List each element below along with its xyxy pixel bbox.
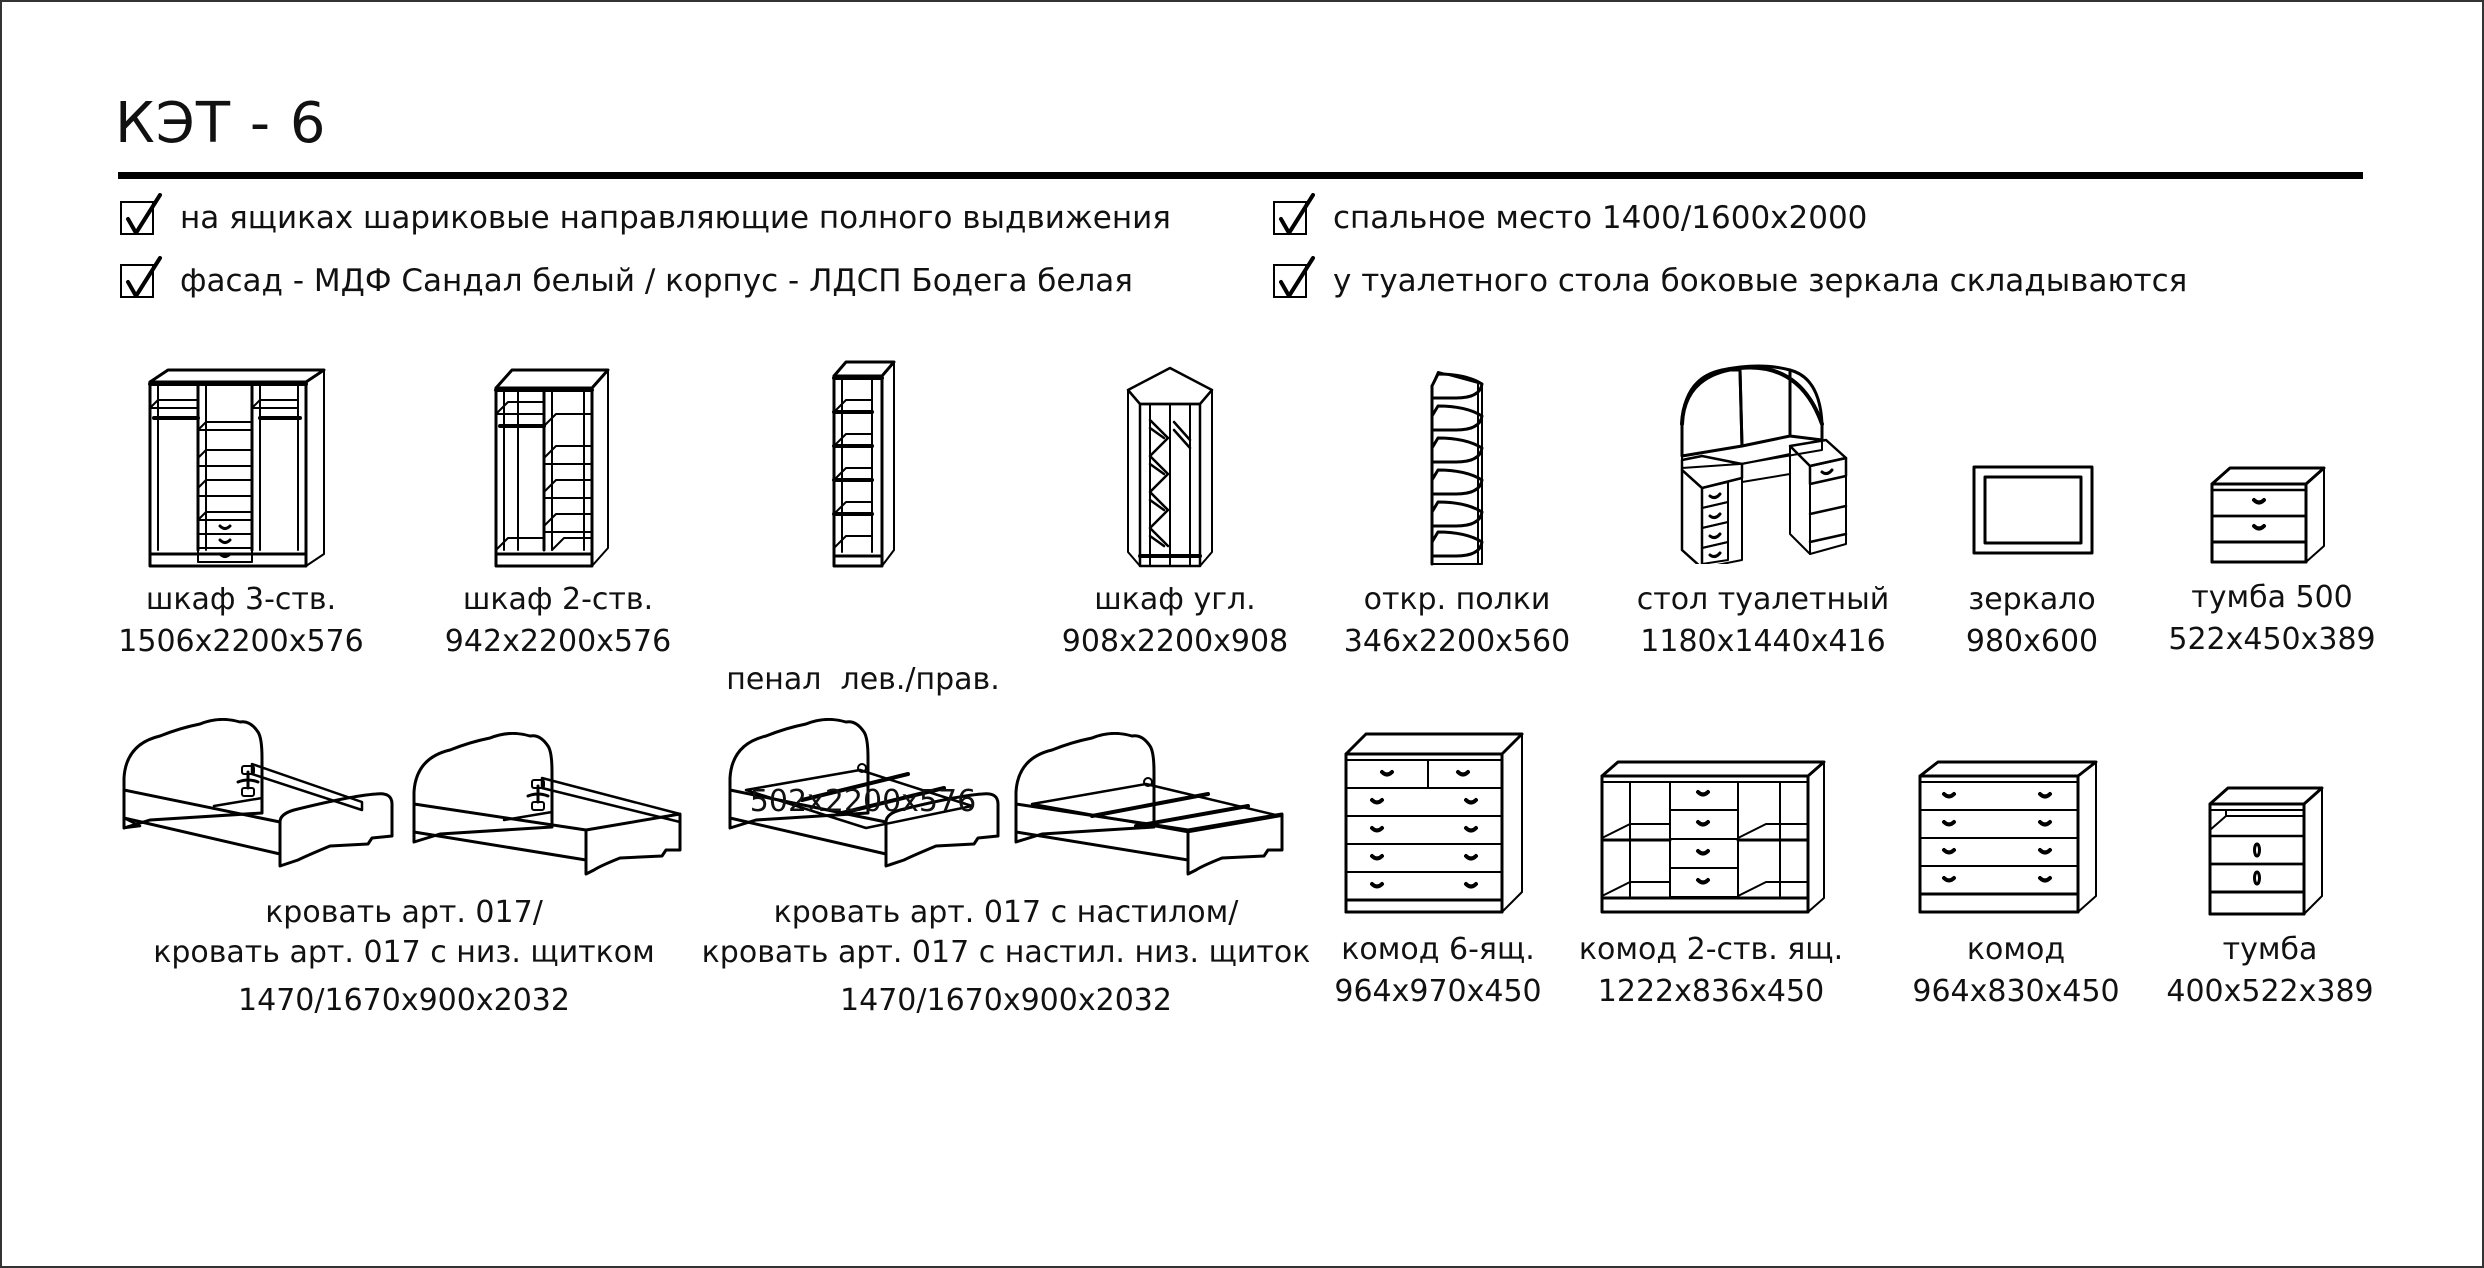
product-dimensions: 522x450x389 — [2168, 622, 2376, 657]
wardrobe-3-door-icon — [148, 368, 326, 568]
product-name: комод — [1966, 932, 2066, 967]
bed-low-board-icon — [412, 732, 682, 876]
product-dimensions: 1506x2200x576 — [118, 624, 364, 659]
bed-icon — [122, 718, 394, 868]
product-name: тумба 500 — [2191, 580, 2353, 615]
feature-item: фасад - МДФ Сандал белый / корпус - ЛДСП… — [120, 256, 1133, 300]
product-name: стол туалетный — [1636, 582, 1890, 617]
product-chest: комод 964x830x450 — [1912, 930, 2119, 1012]
product-name: пенал лев./прав. — [726, 662, 1000, 697]
product-dimensions: 964x970x450 — [1334, 974, 1542, 1009]
product-dimensions: 1470/1670x900x2032 — [840, 983, 1172, 1018]
product-dimensions: 346x2200x560 — [1343, 624, 1571, 659]
product-dimensions: 964x830x450 — [1912, 974, 2120, 1009]
product-wardrobe-3door: шкаф 3-ств. 1506x2200x576 — [118, 580, 363, 662]
feature-text: фасад - МДФ Сандал белый / корпус - ЛДСП… — [180, 263, 1133, 299]
product-vanity-table: стол туалетный 1180x1440x416 — [1637, 580, 1890, 662]
product-corner-wardrobe: шкаф угл. 908x2200x908 — [1062, 580, 1288, 662]
wardrobe-2-door-icon — [494, 368, 610, 568]
product-wardrobe-2door: шкаф 2-ств. 942x2200x576 — [445, 580, 671, 662]
product-name: шкаф 3-ств. — [145, 582, 337, 617]
feature-text: у туалетного стола боковые зеркала склад… — [1333, 263, 2188, 299]
product-nightstand-500: тумба 500 522x450x389 — [2168, 578, 2375, 660]
product-name: кровать арт. 017/ — [265, 895, 543, 930]
product-open-shelves: откр. полки 346x2200x560 — [1344, 580, 1570, 662]
product-dimensions: 942x2200x576 — [444, 624, 672, 659]
checkbox-checked-icon — [1273, 256, 1315, 298]
product-dimensions: 1470/1670x900x2032 — [238, 983, 570, 1018]
product-pencil-case: пенал лев./прав. 502x2200x576 — [726, 580, 1000, 862]
product-nightstand: тумба 400x522x389 — [2166, 930, 2373, 1012]
vanity-table-icon — [1680, 364, 1848, 564]
product-dimensions: 1222x836x450 — [1597, 974, 1825, 1009]
page-title: КЭТ - 6 — [115, 91, 327, 156]
product-dimensions: 400x522x389 — [2166, 974, 2374, 1009]
checkbox-checked-icon — [120, 193, 162, 235]
product-mirror: зеркало 980x600 — [1966, 580, 2098, 662]
product-name: тумба — [2222, 932, 2318, 967]
chest-of-drawers-icon — [1918, 760, 2098, 914]
checkbox-checked-icon — [1273, 193, 1315, 235]
product-name-alt: кровать арт. 017 с низ. щитком — [153, 935, 655, 970]
product-name: комод 2-ств. ящ. — [1578, 932, 1844, 967]
product-name: кровать арт. 017 с настилом/ — [773, 895, 1239, 930]
feature-item: на ящиках шариковые направляющие полного… — [120, 193, 1171, 237]
chest-2-door-icon — [1600, 760, 1826, 914]
product-name: зеркало — [1968, 582, 2096, 617]
bed-with-deck-low-board-icon — [1014, 732, 1284, 876]
title-divider — [118, 172, 2363, 179]
product-name: шкаф 2-ств. — [462, 582, 654, 617]
product-name-alt: кровать арт. 017 с настил. низ. щиток — [701, 935, 1311, 970]
product-dimensions: 1180x1440x416 — [1640, 624, 1886, 659]
product-dimensions: 908x2200x908 — [1061, 624, 1289, 659]
pencil-case-cabinet-icon — [832, 360, 896, 568]
product-chest-2-door: комод 2-ств. ящ. 1222x836x450 — [1579, 930, 1843, 1012]
product-bed-017: кровать арт. 017/ кровать арт. 017 с низ… — [153, 893, 655, 1021]
product-dimensions: 980x600 — [1965, 624, 2099, 659]
mirror-icon — [1972, 465, 2094, 555]
product-chest-6-drawers: комод 6-ящ. 964x970x450 — [1334, 930, 1541, 1012]
checkbox-checked-icon — [120, 256, 162, 298]
bed-with-deck-icon — [728, 718, 1000, 868]
product-dimensions: 502x2200x576 — [749, 784, 977, 819]
nightstand-icon — [2210, 466, 2326, 564]
feature-text: на ящиках шариковые направляющие полного… — [180, 200, 1171, 236]
feature-item: спальное место 1400/1600х2000 — [1273, 193, 1868, 237]
bedside-table-icon — [2208, 786, 2324, 916]
feature-text: спальное место 1400/1600х2000 — [1333, 200, 1868, 236]
feature-item: у туалетного стола боковые зеркала склад… — [1273, 256, 2188, 300]
product-bed-017-deck: кровать арт. 017 с настилом/ кровать арт… — [702, 893, 1311, 1021]
corner-wardrobe-icon — [1126, 366, 1214, 568]
product-name: комод 6-ящ. — [1341, 932, 1535, 967]
chest-of-drawers-6-icon — [1344, 732, 1524, 914]
product-name: шкаф угл. — [1094, 582, 1256, 617]
open-shelves-icon — [1430, 371, 1484, 566]
product-name: откр. полки — [1363, 582, 1551, 617]
